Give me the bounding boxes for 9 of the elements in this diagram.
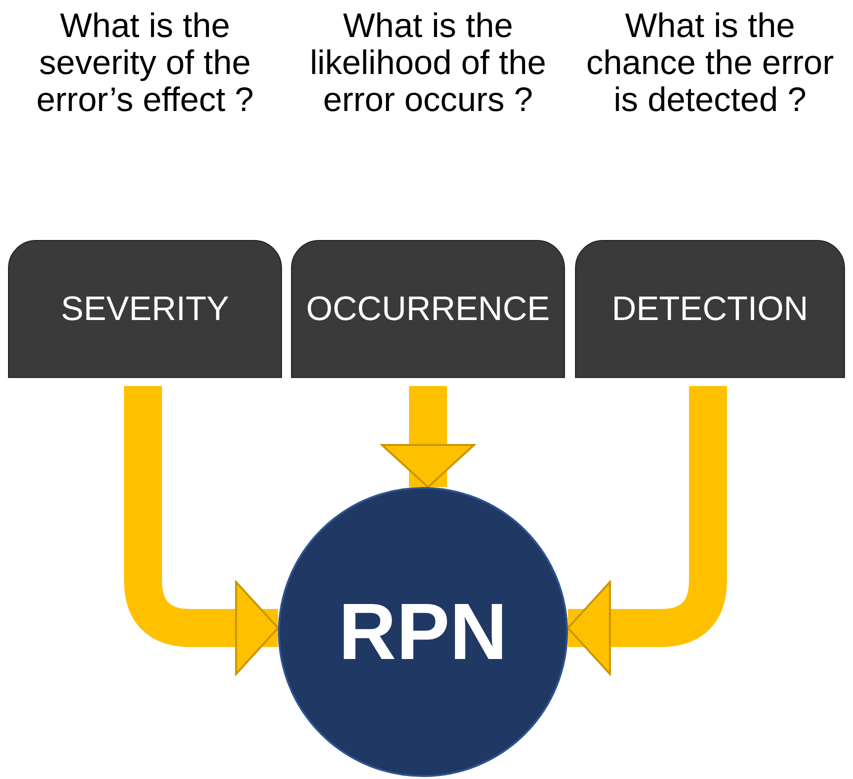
question-text: What is the severity of the error’s effect ? bbox=[35, 8, 255, 119]
question-text: What is the chance the error is detected ? bbox=[585, 8, 835, 119]
arrow bbox=[124, 386, 280, 675]
category-box: OCCURRENCE bbox=[291, 240, 565, 378]
arrow bbox=[381, 386, 475, 488]
category-box: SEVERITY bbox=[8, 240, 282, 378]
question-text: What is the likelihood of the error occurs ? bbox=[308, 8, 548, 119]
category-box: DETECTION bbox=[575, 240, 845, 378]
arrow bbox=[566, 386, 727, 675]
